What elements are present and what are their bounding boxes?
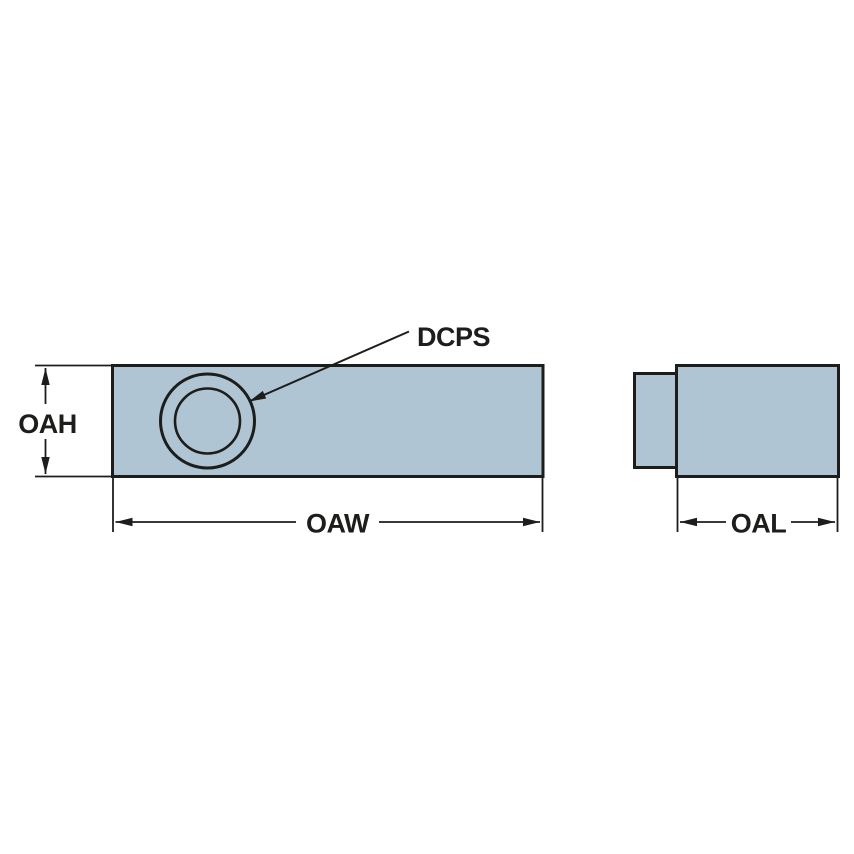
side-view	[633, 364, 840, 478]
dcps-leader-line-with-arrow-icon	[248, 330, 410, 403]
oal-dimension: OAL	[676, 478, 839, 539]
oah-dimension: OAH	[18, 364, 112, 478]
dcps-hole-outer-circle	[159, 372, 256, 470]
oaw-label: OAW	[306, 509, 370, 539]
oal-label: OAL	[731, 509, 787, 539]
side-view-body	[675, 364, 840, 478]
dcps-label: DCPS	[417, 322, 490, 352]
oah-label: OAH	[18, 409, 77, 439]
dcps-callout: DCPS	[248, 322, 491, 403]
side-view-protrusion	[633, 372, 678, 469]
dcps-hole-inner-circle	[173, 387, 242, 455]
front-view-body	[111, 364, 545, 478]
oaw-dimension: OAW	[112, 478, 544, 539]
front-view	[111, 364, 545, 478]
